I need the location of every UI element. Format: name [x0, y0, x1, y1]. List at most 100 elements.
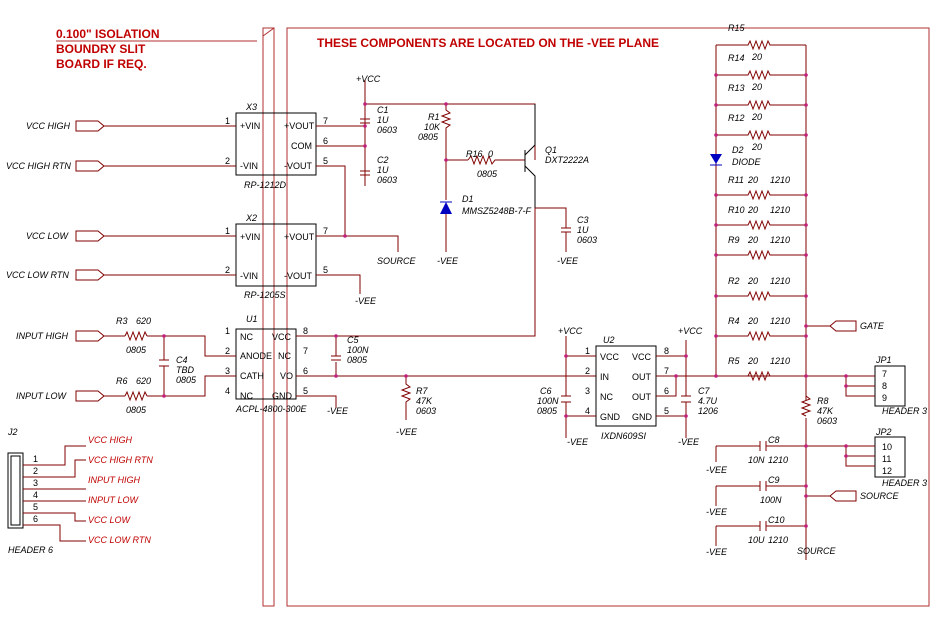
jp2-header: JP2 10 11 12 HEADER 3 — [806, 427, 927, 488]
svg-text:7: 7 — [323, 116, 328, 126]
svg-text:-VEE: -VEE — [396, 427, 418, 437]
svg-text:R7: R7 — [416, 386, 428, 396]
c7-capacitor: C7 4.7U 1206 — [681, 386, 718, 416]
c8-capacitor: C8 10N 1210 — [748, 435, 788, 465]
isolation-slit — [262, 27, 275, 607]
svg-text:0805: 0805 — [126, 405, 147, 415]
svg-text:4: 4 — [225, 386, 230, 396]
q1-transistor: Q1 DXT2222A — [524, 104, 589, 208]
svg-text:COM: COM — [291, 141, 312, 151]
svg-text:0805: 0805 — [418, 132, 439, 142]
svg-text:0805: 0805 — [347, 355, 368, 365]
svg-text:VO: VO — [280, 371, 293, 381]
junction-dot — [804, 324, 808, 328]
svg-text:-VEE: -VEE — [678, 437, 700, 447]
junction-dot — [804, 494, 808, 498]
svg-text:JP1: JP1 — [875, 355, 892, 365]
u2-gate-driver: U2 IXDN609SI VCC IN NC GND VCC OUT OUT G… — [585, 335, 669, 441]
svg-text:ACPL-4800-300E: ACPL-4800-300E — [235, 404, 308, 414]
svg-text:+VIN: +VIN — [240, 121, 260, 131]
junction-dot — [804, 444, 808, 448]
svg-text:INPUT LOW: INPUT LOW — [16, 391, 68, 401]
svg-text:BOUNDRY SLIT: BOUNDRY SLIT — [56, 42, 146, 56]
junction-dot — [804, 193, 808, 197]
svg-text:C7: C7 — [698, 386, 710, 396]
junction-dot — [363, 124, 367, 128]
d2-diode: D2 DIODE — [710, 145, 762, 167]
svg-text:3: 3 — [225, 366, 230, 376]
svg-text:10: 10 — [882, 442, 892, 452]
jp1-header: JP1 7 8 9 HEADER 3 — [806, 355, 927, 416]
svg-text:2: 2 — [225, 346, 230, 356]
svg-text:0603: 0603 — [817, 416, 837, 426]
svg-text:6: 6 — [303, 366, 308, 376]
c3-capacitor: C3 1U 0603 — [561, 215, 597, 245]
c4-capacitor: C4 TBD 0805 — [159, 355, 197, 385]
svg-text:IN: IN — [600, 372, 609, 382]
svg-text:0603: 0603 — [416, 406, 436, 416]
svg-text:8: 8 — [882, 381, 887, 391]
svg-text:C1: C1 — [377, 105, 389, 115]
junction-dot — [674, 374, 678, 378]
svg-text:0805: 0805 — [176, 375, 197, 385]
junction-dot — [714, 253, 718, 257]
svg-text:U1: U1 — [246, 314, 258, 324]
svg-text:0: 0 — [488, 149, 493, 159]
svg-text:47K: 47K — [817, 406, 834, 416]
svg-text:R2: R2 — [728, 276, 740, 286]
svg-text:C9: C9 — [768, 475, 780, 485]
svg-text:R15: R15 — [728, 23, 746, 33]
svg-text:D2: D2 — [732, 145, 744, 155]
svg-text:DIODE: DIODE — [732, 157, 762, 167]
r6-resistor: R6 620 0805 — [116, 376, 151, 415]
svg-text:100N: 100N — [537, 396, 559, 406]
svg-text:20: 20 — [747, 276, 758, 286]
svg-text:1210: 1210 — [768, 535, 788, 545]
svg-text:5: 5 — [323, 265, 328, 275]
svg-text:R8: R8 — [817, 396, 829, 406]
c10-capacitor: C10 10U 1210 — [748, 515, 788, 545]
svg-text:100N: 100N — [760, 495, 782, 505]
svg-text:-VEE: -VEE — [355, 296, 377, 306]
svg-text:1210: 1210 — [770, 356, 790, 366]
svg-text:INPUT LOW: INPUT LOW — [88, 495, 140, 505]
svg-text:C10: C10 — [768, 515, 785, 525]
svg-text:SOURCE: SOURCE — [860, 491, 900, 501]
junction-dot — [804, 484, 808, 488]
svg-text:1U: 1U — [577, 225, 589, 235]
svg-text:CATH: CATH — [240, 371, 264, 381]
svg-text:-VIN: -VIN — [240, 271, 258, 281]
c5-capacitor: C5 100N 0805 — [331, 335, 369, 365]
svg-text:VCC: VCC — [272, 332, 292, 342]
svg-text:GND: GND — [632, 412, 653, 422]
svg-text:VCC LOW RTN: VCC LOW RTN — [88, 535, 151, 545]
svg-text:VCC LOW: VCC LOW — [26, 231, 70, 241]
junction-dot — [714, 193, 718, 197]
svg-text:C3: C3 — [577, 215, 589, 225]
svg-text:+VCC: +VCC — [558, 326, 583, 336]
svg-text:0805: 0805 — [537, 406, 558, 416]
svg-text:7: 7 — [664, 366, 669, 376]
svg-text:VCC HIGH: VCC HIGH — [26, 121, 71, 131]
svg-text:VCC HIGH RTN: VCC HIGH RTN — [6, 161, 71, 171]
u1-optocoupler: U1 ACPL-4800-300E NC ANODE CATH NC VCC N… — [225, 314, 308, 414]
junction-dot — [804, 253, 808, 257]
svg-text:SOURCE: SOURCE — [377, 256, 417, 266]
svg-text:C4: C4 — [176, 355, 188, 365]
svg-text:4: 4 — [33, 490, 38, 500]
svg-text:DXT2222A: DXT2222A — [545, 155, 589, 165]
svg-text:C8: C8 — [768, 435, 780, 445]
svg-text:1210: 1210 — [770, 205, 790, 215]
svg-text:6: 6 — [323, 136, 328, 146]
junction-dot — [804, 374, 808, 378]
x3-converter: X3 RP-1212D +VIN -VIN +VOUT COM -VOUT 1 … — [225, 102, 328, 190]
port-vcc-high: VCC HIGH — [26, 120, 105, 132]
svg-text:ANODE: ANODE — [240, 351, 272, 361]
svg-text:10U: 10U — [748, 535, 765, 545]
junction-dot — [343, 234, 347, 238]
svg-text:R11: R11 — [728, 175, 744, 185]
svg-text:R12: R12 — [728, 113, 745, 123]
